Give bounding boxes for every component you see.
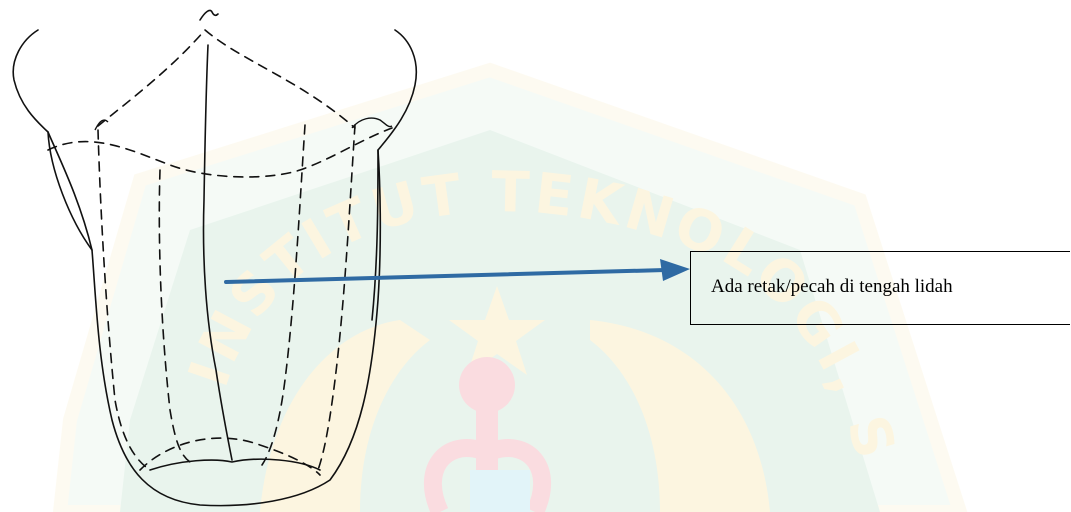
tongue-tip (200, 10, 218, 20)
annotation-label-box: Ada retak/pecah di tengah lidah (690, 251, 1070, 325)
dashed-line-1 (98, 130, 150, 470)
tongue-left-inner (48, 132, 92, 250)
dashed-ridge-top (98, 30, 355, 128)
tongue-outline (13, 30, 416, 506)
tongue-center-groove (204, 45, 233, 460)
dashed-line-4 (318, 125, 355, 470)
dashed-line-2 (159, 170, 190, 462)
annotation-label: Ada retak/pecah di tengah lidah (711, 276, 953, 298)
